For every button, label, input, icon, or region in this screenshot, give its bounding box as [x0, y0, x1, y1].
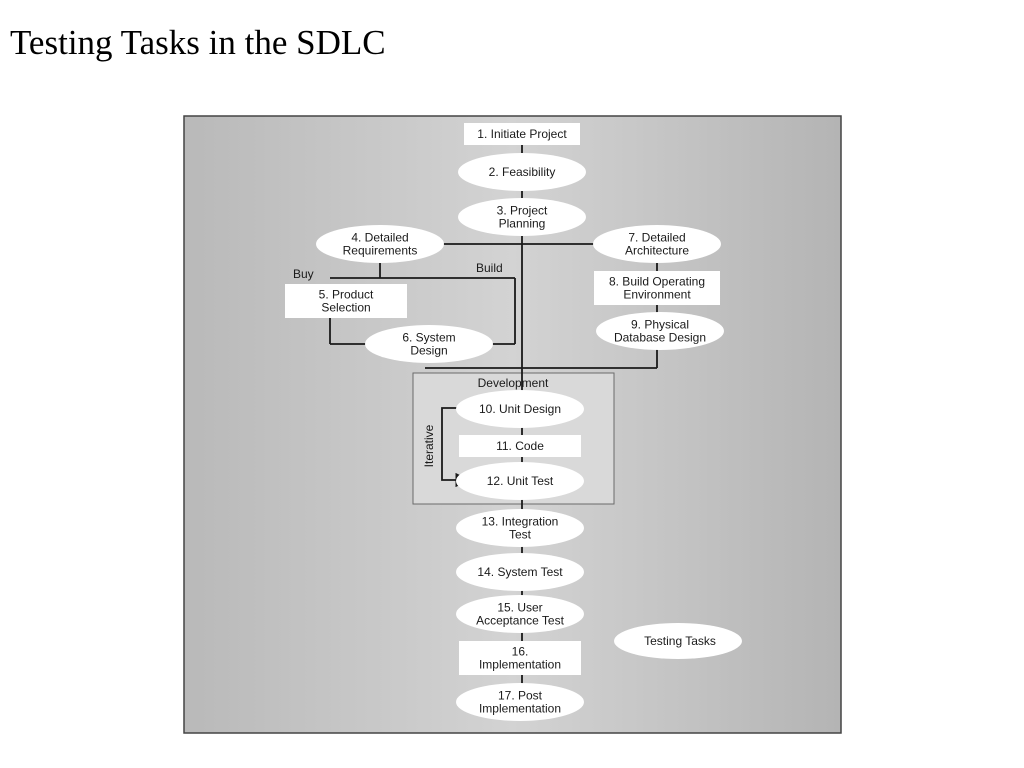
- step-3-label: 3. Project: [497, 204, 548, 218]
- legend-label: Testing Tasks: [644, 634, 716, 648]
- step-5-label: Selection: [321, 301, 370, 315]
- step-6-label: 6. System: [402, 331, 455, 345]
- step-12-shape: [456, 462, 584, 500]
- legend-ellipse: [614, 623, 742, 659]
- step-14-node: 14. System Test: [456, 553, 584, 591]
- step-7-shape: [593, 225, 721, 263]
- step-7-label: Architecture: [625, 244, 689, 258]
- step-2-node: 2. Feasibility: [458, 153, 586, 191]
- step-8-label: 8. Build Operating: [609, 275, 705, 289]
- step-17-shape: [456, 683, 584, 721]
- iterative-loop-arrow: [441, 407, 470, 488]
- step-5-label: 5. Product: [319, 288, 374, 302]
- step-11-shape: [459, 435, 581, 457]
- step-2-shape: [458, 153, 586, 191]
- branch-build-label: Build: [476, 261, 503, 275]
- step-4-shape: [316, 225, 444, 263]
- step-12-label: 12. Unit Test: [487, 474, 554, 488]
- step-16-node: 16.Implementation: [459, 641, 581, 675]
- step-14-label: 14. System Test: [477, 565, 563, 579]
- step-16-label: Implementation: [479, 658, 561, 672]
- step-9-label: 9. Physical: [631, 318, 689, 332]
- step-15-label: 15. User: [497, 601, 542, 615]
- step-4-label: 4. Detailed: [351, 231, 408, 245]
- step-9-label: Database Design: [614, 331, 706, 345]
- step-3-label: Planning: [499, 217, 546, 231]
- step-16-label: 16.: [512, 645, 529, 659]
- step-5-shape: [285, 284, 407, 318]
- step-4-label: Requirements: [343, 244, 418, 258]
- step-17-label: 17. Post: [498, 689, 543, 703]
- step-6-shape: [365, 325, 493, 363]
- step-6-label: Design: [410, 344, 447, 358]
- step-7-label: 7. Detailed: [628, 231, 685, 245]
- step-17-label: Implementation: [479, 702, 561, 716]
- step-13-shape: [456, 509, 584, 547]
- step-13-label: Test: [509, 528, 532, 542]
- step-10-label: 10. Unit Design: [479, 402, 561, 416]
- step-3-shape: [458, 198, 586, 236]
- slide-title: Testing Tasks in the SDLC: [10, 23, 386, 62]
- step-14-shape: [456, 553, 584, 591]
- step-8-shape: [594, 271, 720, 305]
- step-15-shape: [456, 595, 584, 633]
- step-10-shape: [456, 390, 584, 428]
- step-8-label: Environment: [623, 288, 691, 302]
- step-15-label: Acceptance Test: [476, 614, 564, 628]
- step-1-shape: [464, 123, 580, 145]
- step-9-shape: [596, 312, 724, 350]
- step-10-node: 10. Unit Design: [456, 390, 584, 428]
- step-1-node: 1. Initiate Project: [464, 123, 580, 145]
- step-12-node: 12. Unit Test: [456, 462, 584, 500]
- development-label: Development: [478, 376, 549, 390]
- branch-buy-label: Buy: [293, 267, 314, 281]
- iterative-label: Iterative: [422, 424, 436, 467]
- step-13-label: 13. Integration: [482, 515, 559, 529]
- step-16-shape: [459, 641, 581, 675]
- step-1-label: 1. Initiate Project: [477, 127, 567, 141]
- step-11-node: 11. Code: [459, 435, 581, 457]
- step-2-label: 2. Feasibility: [489, 165, 556, 179]
- step-11-label: 11. Code: [496, 439, 544, 453]
